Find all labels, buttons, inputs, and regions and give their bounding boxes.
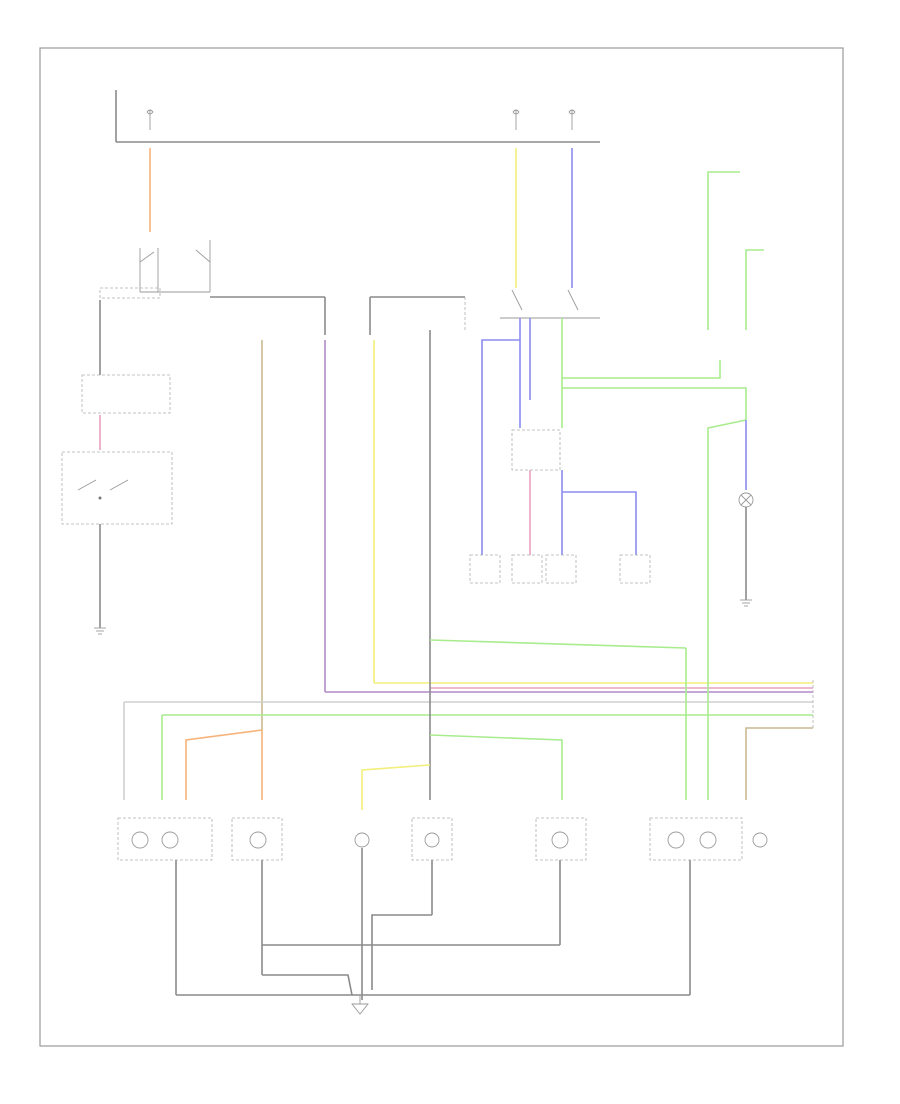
right-side-marker-icon xyxy=(752,832,768,848)
right-tail-lamp-box xyxy=(535,817,587,861)
green-top-right-2 xyxy=(745,249,764,330)
green-right-long xyxy=(707,419,747,800)
blue-module-branch xyxy=(562,491,637,555)
green-to-right-lamp xyxy=(429,734,563,800)
ground-symbol-left xyxy=(94,627,106,635)
license-lamp-icon xyxy=(354,832,370,848)
stop-lamp-switch-symbol xyxy=(500,289,600,319)
left-control-module xyxy=(81,374,171,414)
left-rear-combination-lamp-box xyxy=(117,817,213,861)
ground-symbol-right xyxy=(740,599,752,607)
right-tail-lamp-icon xyxy=(551,831,569,849)
tail-lamp-relay-symbol xyxy=(99,240,211,299)
high-mount-stop-lamp-symbol xyxy=(738,492,754,508)
right-turn-lamp-icon xyxy=(699,831,717,849)
connector-b xyxy=(511,554,543,584)
fuse-symbol-mid xyxy=(512,109,520,130)
left-turn-lamp-icon xyxy=(131,831,149,849)
ground-symbol-bottom xyxy=(351,995,369,1015)
left-tail-lamp-box xyxy=(231,817,283,861)
right-stop-lamp-icon xyxy=(667,831,685,849)
orange-lamp-feed-left xyxy=(185,729,263,800)
left-stop-lamp-icon xyxy=(161,831,179,849)
left-tail-lamp-icon xyxy=(249,831,267,849)
lamp-row xyxy=(117,817,768,861)
connector-a xyxy=(469,554,501,584)
green-diag-to-right xyxy=(429,639,687,649)
ground-network xyxy=(175,848,691,1000)
diagram-frame xyxy=(39,47,844,1047)
combination-switch-contacts xyxy=(77,479,129,500)
fuse-symbol-left xyxy=(146,109,154,130)
green-module-link-2 xyxy=(562,387,747,420)
combination-switch-box xyxy=(61,451,173,525)
tan-right-feed xyxy=(745,727,813,800)
connector-c xyxy=(545,554,577,584)
blue-left-branch xyxy=(481,339,520,555)
backup-lamp-box xyxy=(411,817,453,861)
right-rear-combination-lamp-box xyxy=(649,817,743,861)
connector-d xyxy=(619,554,651,584)
backup-lamp-icon xyxy=(424,832,440,848)
fuse-symbol-right xyxy=(568,109,576,130)
yellow-license-feed xyxy=(361,764,431,810)
green-top-right-1 xyxy=(707,171,740,330)
green-module-link xyxy=(562,360,721,379)
rear-lamp-module-box xyxy=(511,429,561,471)
